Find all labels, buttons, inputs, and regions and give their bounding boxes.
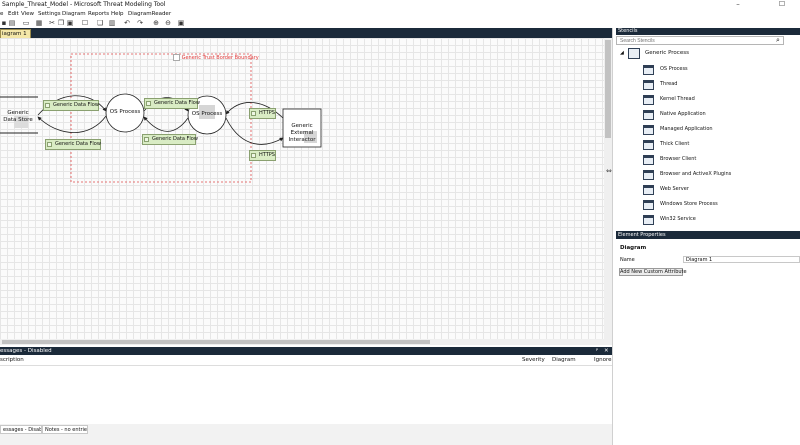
cut-icon[interactable]: ✂ <box>49 19 55 27</box>
window-title: Sample_Threat_Model - Microsoft Threat M… <box>2 1 166 8</box>
vertical-scroll-thumb[interactable] <box>605 40 611 138</box>
tab-diagram-1[interactable]: iagram 1 ✕ <box>0 29 31 38</box>
save-icon[interactable]: ▤ <box>8 19 16 27</box>
vertical-scrollbar[interactable] <box>604 38 612 345</box>
menu-view[interactable]: View <box>21 11 35 17</box>
column-description[interactable]: scription <box>0 357 24 363</box>
element-properties-header: Element Properties <box>616 231 800 239</box>
tab-notes[interactable]: Notes - no entries <box>42 425 88 434</box>
messages-column-headers: scription Severity Diagram Ignore <box>0 355 612 366</box>
https-flow-label[interactable]: HTTPS <box>249 150 276 161</box>
zoom-in-icon[interactable]: ⊕ <box>153 19 159 27</box>
data-store-label[interactable]: Generic Data Store <box>3 110 33 123</box>
diagram-canvas[interactable]: Generic Trust Border Boundary Generic Da… <box>0 38 604 339</box>
flow-checkbox-icon <box>251 153 256 158</box>
diagram-drawing <box>0 53 322 183</box>
process-icon <box>643 125 654 135</box>
stencil-group-generic-process[interactable]: Generic Process <box>645 50 689 56</box>
process-icon <box>643 140 654 150</box>
messages-title: essages - Disabled <box>0 348 52 354</box>
menu-edit[interactable]: Edit <box>8 11 19 17</box>
process-icon <box>643 65 654 75</box>
data-flow-label[interactable]: Generic Data Flow <box>43 100 99 111</box>
flow-checkbox-icon <box>146 101 151 106</box>
menu-bar: e Edit View Settings Diagram Reports Hel… <box>0 10 800 18</box>
minimize-button[interactable]: – <box>736 0 740 8</box>
data-flow-label[interactable]: Generic Data Flow <box>142 134 198 145</box>
menu-file[interactable]: e <box>0 11 4 17</box>
document-tab-strip: iagram 1 ✕ <box>0 28 612 38</box>
process-icon <box>643 95 654 105</box>
undo-icon[interactable]: ↶ <box>124 19 130 27</box>
data-flow-label[interactable]: Generic Data Flow <box>144 98 200 109</box>
process-circle-1[interactable] <box>105 93 145 133</box>
messages-close-icon[interactable]: ✕ <box>604 348 609 354</box>
https-flow-label[interactable]: HTTPS <box>249 108 276 119</box>
maximize-button[interactable]: ☐ <box>778 0 786 8</box>
process-icon <box>643 80 654 90</box>
redo-icon[interactable]: ↷ <box>137 19 143 27</box>
messages-list <box>0 366 612 424</box>
tab-close-icon[interactable]: ✕ <box>30 31 31 37</box>
trust-boundary-label[interactable]: Generic Trust Border Boundary <box>173 54 259 61</box>
tab-label: iagram 1 <box>2 31 27 37</box>
messages-header: essages - Disabled ᵖ ✕ <box>0 347 612 355</box>
menu-help[interactable]: Help <box>111 11 124 17</box>
column-ignore[interactable]: Ignore <box>594 357 612 363</box>
menu-diagramreader[interactable]: DiagramReader <box>128 11 172 17</box>
search-icon[interactable]: ⌕ <box>776 36 780 44</box>
pin-icon[interactable]: ᵖ <box>596 348 599 354</box>
fit-icon[interactable]: ▣ <box>177 19 185 27</box>
menu-settings[interactable]: Settings <box>38 11 61 17</box>
data-store-icon <box>14 116 28 128</box>
stencils-header: Stencils <box>616 28 800 35</box>
splitter-icon[interactable]: ⇔ <box>606 167 612 175</box>
properties-section-title: Diagram <box>620 245 647 251</box>
tab-messages[interactable]: essages - Disabled <box>0 425 42 434</box>
zoom-out-icon[interactable]: ⊖ <box>165 19 171 27</box>
process-icon <box>643 110 654 120</box>
globe-icon <box>643 155 654 165</box>
new-icon[interactable]: ▪ <box>1 19 7 27</box>
generic-process-icon <box>628 48 640 59</box>
plugin-icon <box>643 170 654 180</box>
report-icon[interactable]: ▦ <box>35 19 43 27</box>
bottom-tab-strip <box>0 424 612 445</box>
name-field[interactable]: Diagram 1 <box>683 256 800 263</box>
add-custom-attribute-button[interactable]: Add New Custom Attribute <box>619 268 687 276</box>
stencil-search-input[interactable] <box>616 36 784 45</box>
flow-checkbox-icon <box>251 111 256 116</box>
menu-reports[interactable]: Reports <box>88 11 110 17</box>
external-interactor-label[interactable]: Generic External Interactor <box>288 123 316 143</box>
paste-icon[interactable]: ▣ <box>66 19 74 27</box>
column-diagram[interactable]: Diagram <box>552 357 576 363</box>
comment-icon[interactable]: ☐ <box>81 19 89 27</box>
delete-icon[interactable]: ▥ <box>108 19 116 27</box>
store-icon <box>643 200 654 210</box>
menu-diagram[interactable]: Diagram <box>62 11 86 17</box>
column-severity[interactable]: Severity <box>522 357 545 363</box>
title-bar: Sample_Threat_Model - Microsoft Threat M… <box>0 0 800 10</box>
copy-icon[interactable]: ❐ <box>57 19 65 27</box>
flow-checkbox-icon <box>144 137 149 142</box>
process-icon <box>643 215 654 225</box>
process-1-label[interactable]: OS Process <box>109 109 141 115</box>
flow-checkbox-icon <box>45 103 50 108</box>
horizontal-scroll-thumb[interactable] <box>2 340 430 344</box>
open-icon[interactable]: ▭ <box>22 19 30 27</box>
flow-checkbox-icon <box>47 142 52 147</box>
expand-arrow-icon[interactable]: ◢ <box>620 50 624 56</box>
server-icon <box>643 185 654 195</box>
boundary-checkbox-icon <box>173 54 180 61</box>
process-2-label[interactable]: OS Process <box>191 111 223 117</box>
data-flow-label[interactable]: Generic Data Flow <box>45 139 101 150</box>
duplicate-icon[interactable]: ❏ <box>96 19 104 27</box>
name-label: Name <box>620 257 635 263</box>
